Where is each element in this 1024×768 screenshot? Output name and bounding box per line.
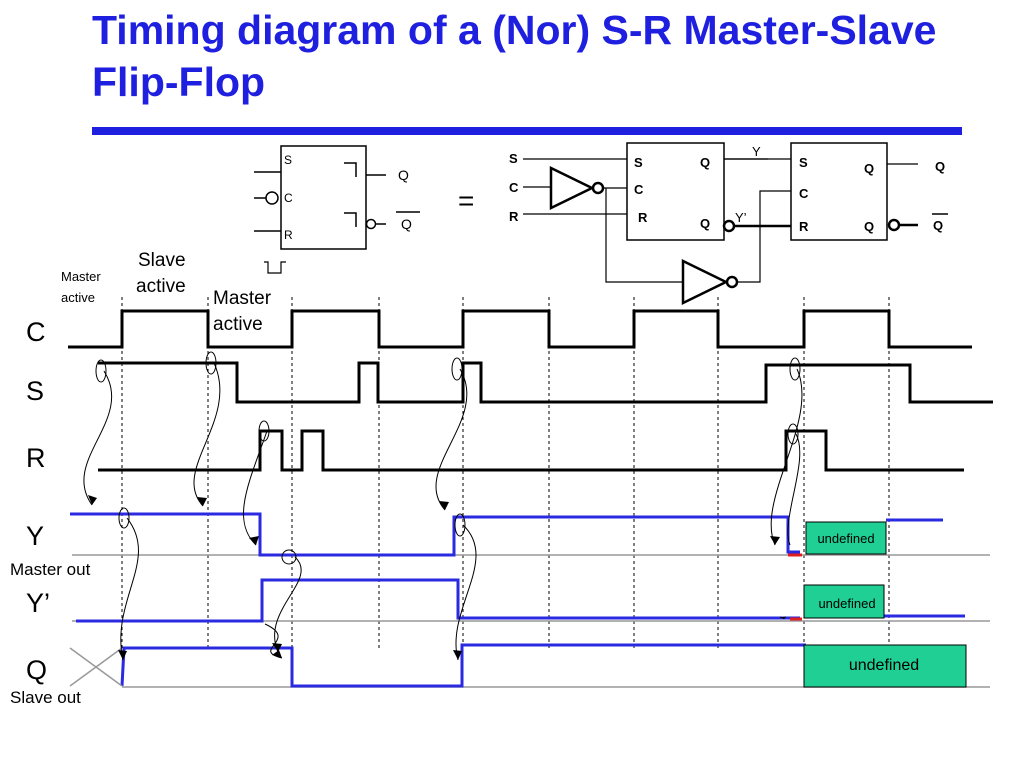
arrow-heads <box>88 495 780 660</box>
waveform-y <box>70 512 800 557</box>
slide-title: Timing diagram of a (Nor) S-R Master-Sla… <box>92 7 937 105</box>
input-r-label: R <box>509 209 519 224</box>
postponed-output-mark-q-bar <box>344 212 357 227</box>
flip-flop-symbol: S C R Q Q <box>254 145 420 274</box>
postponed-output-mark-q <box>344 162 357 177</box>
input-s-label: S <box>509 151 518 166</box>
clock-edge-guides <box>121 297 890 648</box>
symbol-output-q-bar: Q <box>401 216 412 232</box>
cause-ellipses <box>95 351 801 565</box>
slave-active-line1: Slave <box>138 250 186 271</box>
master-active-small-line1: Master <box>61 269 101 284</box>
wire-y-label: Y <box>752 144 761 159</box>
signal-label-c: C <box>26 317 46 347</box>
signal-label-r: R <box>26 443 46 473</box>
symbol-pin-c: C <box>284 191 293 205</box>
slave-out-q: Q <box>864 161 874 176</box>
symbol-pin-r: R <box>284 228 293 242</box>
slave-out-label: Slave out <box>10 688 81 707</box>
master-pin-r: R <box>638 210 648 225</box>
signal-label-s: S <box>26 376 44 406</box>
slave-pin-c: C <box>799 186 809 201</box>
clock-inverter-master <box>549 165 595 211</box>
output-q-bar-label: Q <box>933 218 943 233</box>
wire-y-prime-label: Y’ <box>735 210 747 225</box>
signal-label-y-prime: Y’ <box>26 588 50 618</box>
symbol-box <box>280 145 367 250</box>
slave-out-q-bar: Q <box>864 219 874 234</box>
undefined-box-q: undefined <box>803 644 967 688</box>
master-out-q-bar: Q <box>700 216 710 231</box>
signal-label-y: Y <box>26 521 44 551</box>
waveform-y-prime <box>76 578 800 623</box>
undefined-box-y: undefined <box>805 521 887 555</box>
master-active-small-line2: active <box>61 290 95 305</box>
slave-pin-s: S <box>799 155 808 170</box>
negative-pulse-glyph <box>264 261 286 274</box>
symbol-pin-s: S <box>284 153 292 167</box>
master-pin-c: C <box>634 182 644 197</box>
undefined-label-y: undefined <box>817 531 874 546</box>
clock-inverter-slave <box>681 258 729 306</box>
slave-active-line2: active <box>136 276 186 297</box>
master-active-line1: Master <box>213 288 272 309</box>
waveform-s <box>98 361 993 404</box>
clock-inversion-bubble <box>265 191 279 205</box>
slave-pin-r: R <box>799 219 809 234</box>
master-out-label: Master out <box>10 560 91 579</box>
undefined-label-y-prime: undefined <box>818 596 875 611</box>
equals-sign: = <box>458 185 474 216</box>
master-pin-s: S <box>634 155 643 170</box>
symbol-output-q: Q <box>398 167 409 183</box>
causality-arrows <box>83 362 803 661</box>
input-c-label: C <box>509 180 519 195</box>
waveform-c <box>68 309 972 349</box>
master-slave-circuit: S C R Q Q S C R Q Q S C R Y Y’ <box>509 142 948 306</box>
title-rule <box>92 127 962 135</box>
waveform-r <box>98 429 964 472</box>
master-latch <box>626 142 725 241</box>
undefined-box-y-prime: undefined <box>803 584 885 619</box>
waveform-q <box>120 643 806 688</box>
master-out-q: Q <box>700 155 710 170</box>
undefined-label-q: undefined <box>849 657 919 674</box>
output-q-label: Q <box>935 159 945 174</box>
q-bar-inversion-bubble <box>365 218 377 230</box>
q-unknown-cross <box>69 647 123 687</box>
master-active-line2: active <box>213 314 263 335</box>
signal-label-q: Q <box>26 655 47 685</box>
